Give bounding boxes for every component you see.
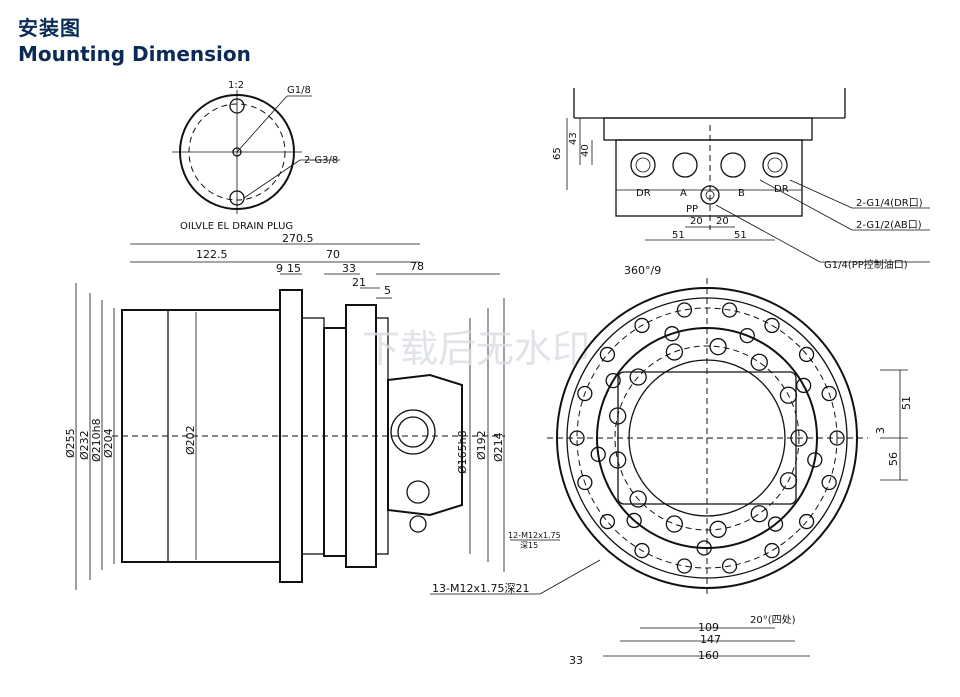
thread-callout: 13-M12x1.75深21	[432, 582, 529, 595]
inner-bolt-hole	[779, 472, 798, 490]
dim-65: 65	[552, 147, 563, 160]
mid-bolt-hole	[605, 372, 621, 389]
dim-15: 15	[287, 262, 301, 275]
callout-pp: G1/4(PP控制油口)	[824, 258, 908, 271]
outer-bolt-hole	[577, 474, 593, 491]
dia-202: Ø202	[184, 425, 197, 455]
outer-bolt-hole	[798, 346, 815, 363]
dim-20-left: 20	[690, 216, 703, 227]
angle-label: 360°/9	[624, 264, 661, 277]
drain-plug-caption: OILVLE EL DRAIN PLUG	[180, 221, 293, 232]
dim-51-right: 51	[734, 230, 747, 241]
angle-20-four: 20°(四处)	[750, 614, 796, 626]
port-a: A	[680, 188, 687, 199]
dim-20-right: 20	[716, 216, 729, 227]
mid-bolt-hole	[590, 446, 606, 462]
mid-bolt-hole	[626, 512, 642, 529]
dim-51-right-view: 51	[900, 396, 913, 410]
dia-192: Ø192	[475, 430, 488, 460]
mid-bolt-hole	[767, 516, 784, 532]
watermark: 下载后无水印	[362, 327, 590, 371]
scale-label: 1:2	[228, 80, 244, 91]
outer-bolt-hole	[599, 346, 616, 363]
dim-51-left: 51	[672, 230, 685, 241]
port-dr-right: DR	[774, 184, 789, 195]
callout-dr: 2-G1/4(DR口)	[856, 198, 923, 209]
drain-plug-view: 1:2 G1/8 2-G3/8 OILVLE EL DRAIN PLUG	[172, 80, 340, 232]
outer-bolt-hole	[676, 302, 693, 318]
port-view: 65 43 40 DR A B DR PP 20 20 51 51 2-G1/4…	[552, 88, 930, 271]
dia-204: Ø204	[102, 428, 115, 458]
dia-232: Ø232	[78, 430, 91, 460]
page-title: Mounting Dimension	[18, 42, 251, 66]
outer-bolt-hole	[577, 385, 593, 402]
dim-160: 160	[698, 649, 719, 662]
inner-bolt-hole	[709, 338, 727, 356]
callout-ab: 2-G1/2(AB口)	[856, 220, 922, 231]
page-title-cn: 安装图	[18, 16, 81, 40]
port-g18-label: G1/8	[287, 85, 311, 96]
port-b: B	[738, 188, 745, 199]
mid-bolt-hole	[807, 452, 823, 468]
outer-bolt-hole	[829, 430, 845, 446]
inner-bolt-hole	[750, 505, 768, 523]
outer-bolt-hole	[599, 513, 616, 530]
mid-bolt-hole	[664, 326, 680, 342]
dim-21: 21	[352, 276, 366, 289]
dim-78: 78	[410, 260, 424, 273]
dim-5: 5	[384, 284, 391, 297]
outer-bolt-hole	[676, 558, 693, 574]
inner-bolt-hole	[779, 386, 798, 404]
dim-43: 43	[568, 132, 579, 145]
dia-210h8: Ø210h8	[90, 418, 103, 462]
dim-9: 9	[276, 262, 283, 275]
dim-147: 147	[700, 633, 721, 646]
side-view: 270.5 122.5 70 9 15 33 21 78 5 Ø255 Ø232…	[64, 232, 601, 595]
outer-bolt-hole	[569, 430, 585, 446]
dia-165h8: Ø165h8	[456, 430, 469, 474]
inner-bolt-hole	[665, 343, 684, 361]
front-view: 360°/9 51 3 56 20°(四处) 109 147 160	[547, 264, 913, 662]
inner-bolt-hole	[609, 451, 627, 469]
inner-bolt-hole	[629, 368, 647, 386]
dim-3: 3	[874, 427, 887, 434]
inner-bolt-hole	[709, 520, 727, 538]
port-g38-label: 2-G3/8	[304, 155, 338, 166]
dim-33: 33	[342, 262, 356, 275]
outer-bolt-hole	[634, 317, 650, 334]
inner-bolt-hole	[790, 429, 808, 447]
dim-122-5: 122.5	[196, 248, 228, 261]
bolt-holes	[569, 302, 845, 574]
dim-70: 70	[326, 248, 340, 261]
outer-bolt-hole	[764, 542, 780, 559]
inner-bolt-hole	[629, 490, 647, 508]
outer-bolt-hole	[764, 317, 780, 334]
mid-bolt-hole	[696, 540, 712, 556]
outer-bolt-hole	[721, 558, 738, 574]
outer-bolt-hole	[821, 385, 837, 402]
dim-109: 109	[698, 621, 719, 634]
dim-40: 40	[580, 144, 591, 157]
mid-bolt-hole	[739, 327, 755, 344]
mid-bolt-hole	[795, 377, 812, 394]
thread-small-depth: 深15	[520, 541, 538, 550]
dim-270-5: 270.5	[282, 232, 314, 245]
dia-255: Ø255	[64, 428, 77, 458]
dia-214: Ø214	[492, 432, 505, 462]
inner-bolt-hole	[750, 353, 768, 371]
dim-56: 56	[887, 452, 900, 466]
outer-bolt-hole	[821, 474, 837, 491]
inner-bolt-hole	[609, 407, 627, 425]
outer-bolt-hole	[798, 513, 815, 530]
port-dr-left: DR	[636, 188, 651, 199]
outer-bolt-hole	[634, 542, 650, 559]
port-pp: PP	[686, 204, 698, 215]
thread-small: 12-M12x1.75	[508, 531, 561, 540]
outer-bolt-hole	[721, 302, 738, 318]
inner-bolt-hole	[665, 515, 684, 533]
page-number: 33	[569, 654, 583, 667]
